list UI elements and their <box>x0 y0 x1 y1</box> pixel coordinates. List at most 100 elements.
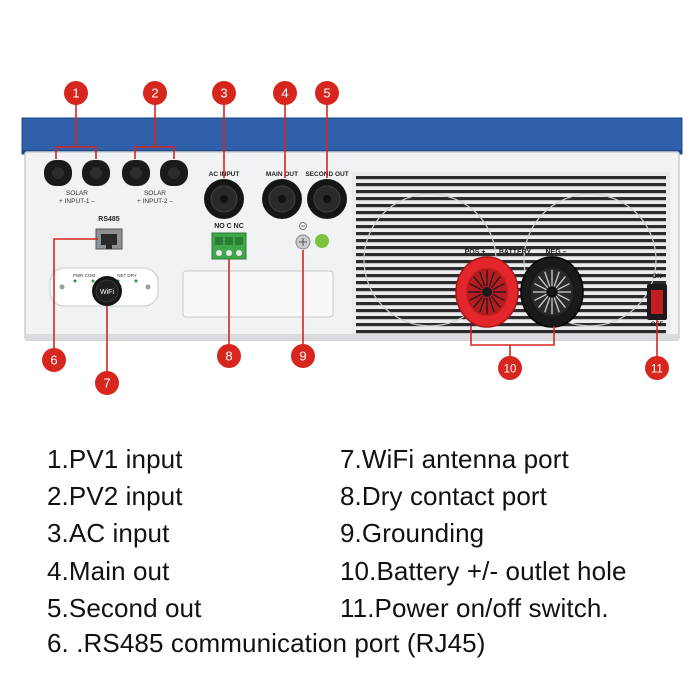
callout-number: 7 <box>103 376 110 391</box>
terminal-spoke <box>473 295 484 308</box>
terminal-spoke <box>553 297 560 313</box>
callout-badge-1: 1 <box>64 81 88 105</box>
grille-slat <box>356 316 666 320</box>
legend-item-9: 9.Grounding <box>340 518 485 548</box>
callout-badge-7: 7 <box>95 371 119 395</box>
legend-item-4: 4.Main out <box>47 556 170 586</box>
grounding-terminal[interactable] <box>295 222 329 250</box>
panel-bottom-edge <box>25 334 679 340</box>
terminal-spoke <box>479 271 486 287</box>
legend-item-1: 1.PV1 input <box>47 444 183 474</box>
terminal-spoke <box>492 293 505 301</box>
main-out-port[interactable]: MAIN OUT <box>262 171 302 219</box>
grille-slat <box>356 176 666 180</box>
callout-badges: 1 2 3 4 5 6 7 8 9 10 11 <box>42 81 669 395</box>
grille-slat <box>356 225 666 229</box>
callout-number: 4 <box>281 86 288 101</box>
solar-input-1-polarity: + INPUT-1 – <box>59 198 95 205</box>
callout-number: 10 <box>504 364 517 376</box>
terminal-spoke <box>555 295 566 308</box>
terminal-spoke <box>492 283 505 291</box>
legend-item-3: 3.AC input <box>47 518 170 548</box>
terminal-spoke <box>534 293 547 301</box>
solar-input-2-label: SOLAR <box>144 190 166 197</box>
legend-item-5: 5.Second out <box>47 593 202 623</box>
callout-badge-4: 4 <box>273 81 297 105</box>
dry-contact-port[interactable]: NO C NC <box>211 223 247 260</box>
grille-slat <box>356 253 666 257</box>
solar-input-1-label: SOLAR <box>66 190 88 197</box>
grille-slat <box>356 204 666 208</box>
grille-slat <box>356 190 666 194</box>
battery-labels: POS + BATTERY NEG – <box>465 249 567 256</box>
battery-positive-outlet[interactable] <box>455 256 519 328</box>
callout-badge-3: 3 <box>212 81 236 105</box>
terminal-spoke <box>557 283 570 291</box>
callout-badge-10: 10 <box>498 356 522 380</box>
legend-item-10: 10.Battery +/- outlet hole <box>340 556 627 586</box>
legend: 1.PV1 input 2.PV2 input 3.AC input 4.Mai… <box>0 438 700 700</box>
callout-badge-11: 11 <box>645 356 669 380</box>
grille-slat <box>356 197 666 201</box>
terminal-spoke <box>469 293 482 301</box>
terminal-spoke <box>488 271 495 287</box>
grille-slat <box>356 260 666 264</box>
legend-item-2: 2.PV2 input <box>47 481 183 511</box>
solar-input-1[interactable]: SOLAR + INPUT-1 – <box>44 160 110 205</box>
switch-on-label: ON <box>652 273 662 280</box>
legend-item-6: 6. .RS485 communication port (RJ45) <box>47 628 486 658</box>
battery-negative-outlet[interactable] <box>520 256 584 328</box>
wifi-antenna-port[interactable]: WiFi <box>92 276 122 306</box>
callout-badge-8: 8 <box>217 344 241 368</box>
callout-badge-9: 9 <box>291 344 315 368</box>
battery-neg-label: NEG – <box>545 249 566 256</box>
callout-number: 5 <box>323 86 330 101</box>
solar-input-2-polarity: + INPUT-2 – <box>137 198 173 205</box>
grille-slat <box>356 232 666 236</box>
terminal-spoke <box>490 295 501 308</box>
terminal-spoke <box>479 297 486 313</box>
terminal-spoke <box>557 293 570 301</box>
main-out-label: MAIN OUT <box>266 171 298 178</box>
legend-item-11: 11.Power on/off switch. <box>340 593 609 623</box>
terminal-spoke <box>555 276 566 289</box>
rs485-port[interactable]: RS485 <box>95 216 123 250</box>
terminal-spoke <box>473 276 484 289</box>
legend-item-7: 7.WiFi antenna port <box>340 444 569 474</box>
callout-number: 1 <box>72 86 79 101</box>
callout-number: 2 <box>151 86 158 101</box>
callout-number: 11 <box>651 364 663 376</box>
top-cover <box>21 117 683 155</box>
terminal-spoke <box>553 271 560 287</box>
callout-leaders <box>53 104 658 372</box>
callout-number: 9 <box>299 349 306 364</box>
grille-slat <box>356 246 666 250</box>
terminal-spoke <box>538 295 549 308</box>
blank-cover-plate <box>182 270 334 318</box>
callout-badge-2: 2 <box>143 81 167 105</box>
callout-number: 8 <box>225 349 232 364</box>
grille-slat <box>356 218 666 222</box>
legend-item-8: 8.Dry contact port <box>340 481 547 511</box>
pwr-com-label: PWR COM <box>73 273 95 278</box>
wifi-label: WiFi <box>100 289 114 296</box>
terminal-spoke <box>490 276 501 289</box>
grille-slat <box>356 239 666 243</box>
terminal-spoke <box>544 297 551 313</box>
callout-number: 6 <box>50 353 57 368</box>
terminal-spoke <box>544 271 551 287</box>
net-dry-label: NET DRY <box>117 273 137 278</box>
grille-slat <box>356 211 666 215</box>
grille-slat <box>356 323 666 327</box>
terminal-spoke <box>534 283 547 291</box>
terminal-spoke <box>469 283 482 291</box>
callout-badge-5: 5 <box>315 81 339 105</box>
callout-badge-6: 6 <box>42 348 66 372</box>
dry-contact-label: NO C NC <box>214 223 244 230</box>
inverter-diagram: SOLAR + INPUT-1 – SOLAR + INPUT-2 – AC I… <box>21 81 683 395</box>
solar-input-2[interactable]: SOLAR + INPUT-2 – <box>122 160 188 205</box>
battery-pos-label: POS + <box>465 249 486 256</box>
callout-number: 3 <box>220 86 227 101</box>
rs485-label: RS485 <box>98 216 120 223</box>
grille-slat <box>356 183 666 187</box>
